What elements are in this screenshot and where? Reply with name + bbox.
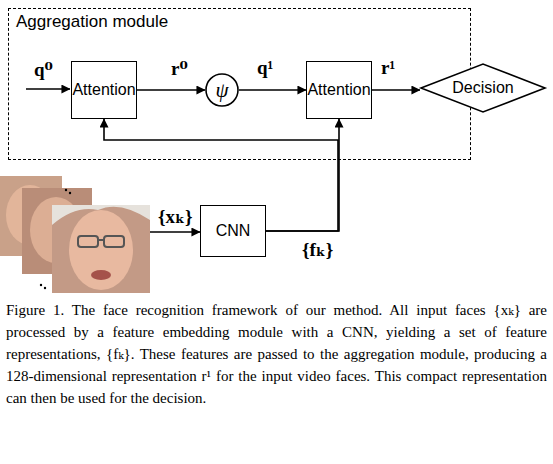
edge-label: r⁰ bbox=[171, 57, 188, 80]
face-skin bbox=[69, 210, 133, 290]
input-arrow bbox=[150, 231, 200, 233]
math-label: q⁰ bbox=[34, 58, 53, 81]
decision-diamond: Decision bbox=[420, 63, 546, 113]
ellipsis-dot bbox=[40, 284, 42, 286]
connector-arrow bbox=[266, 119, 339, 231]
node-label: ψ bbox=[215, 78, 228, 103]
edge-label: r¹ bbox=[381, 57, 395, 79]
face-glasses bbox=[78, 236, 98, 247]
face-mouth bbox=[91, 270, 111, 280]
node-label: Decision bbox=[452, 79, 513, 97]
ellipsis-dot bbox=[65, 189, 67, 191]
diamond-shape bbox=[421, 64, 545, 112]
process-box: CNN bbox=[200, 205, 266, 257]
face-images bbox=[0, 176, 150, 293]
process-box: Attention bbox=[306, 61, 372, 119]
circle-shape bbox=[206, 74, 238, 106]
module-frame: Aggregation moduleAttention ψ Attention bbox=[8, 8, 471, 160]
connector-arrow bbox=[372, 89, 420, 91]
edge-label: q¹ bbox=[257, 57, 273, 79]
input-arrow bbox=[26, 88, 70, 90]
figure-caption: Figure 1. The face recognition framework… bbox=[6, 299, 547, 409]
process-box: Attention bbox=[71, 61, 137, 119]
node-label: Attention bbox=[72, 81, 135, 99]
ellipsis-dot bbox=[69, 192, 71, 194]
function-circle: ψ bbox=[205, 73, 239, 107]
connector-arrow bbox=[137, 89, 205, 91]
face-glasses bbox=[104, 236, 124, 247]
node-label: Attention bbox=[307, 81, 370, 99]
math-label: {xₖ} bbox=[158, 205, 192, 228]
edge-label: {fₖ} bbox=[302, 238, 333, 261]
connector-arrow bbox=[239, 89, 306, 91]
group-title: Aggregation module bbox=[16, 12, 168, 32]
face-glasses bbox=[98, 239, 104, 241]
face-photo bbox=[52, 205, 150, 293]
ellipsis-dot bbox=[44, 287, 46, 289]
node-label: CNN bbox=[216, 222, 251, 240]
